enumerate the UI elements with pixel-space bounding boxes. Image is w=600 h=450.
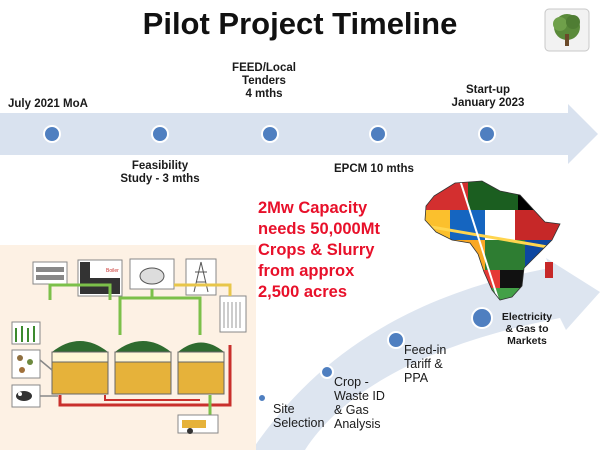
timeline-label-start-up: Start-up January 2023 xyxy=(451,84,525,109)
step-dot-1 xyxy=(257,393,267,403)
biogas-plant-diagram-icon: Boiler xyxy=(0,245,256,450)
timeline-dot-5 xyxy=(478,125,496,143)
step-label-site-selection: Site Selection xyxy=(273,402,325,430)
step-label-feed-in-tariff: Feed-in Tariff & PPA xyxy=(404,343,447,385)
timeline-label-feasibility: Feasibility Study - 3 mths xyxy=(120,160,200,185)
step-dots xyxy=(257,307,493,403)
page-title: Pilot Project Timeline xyxy=(142,6,458,41)
steps-curve-arrow xyxy=(252,258,600,450)
capacity-note: 2Mw Capacity needs 50,000Mt Crops & Slur… xyxy=(258,199,380,301)
step-label-electricity-gas: Electricity & Gas to Markets xyxy=(501,311,553,347)
timeline-dot-4 xyxy=(369,125,387,143)
svg-text:Boiler: Boiler xyxy=(106,268,119,274)
step-dot-4 xyxy=(471,307,493,329)
timeline-dot-2 xyxy=(151,125,169,143)
timeline-arrow xyxy=(0,104,598,164)
timeline-dot-3 xyxy=(261,125,279,143)
timeline-dots xyxy=(43,125,496,143)
step-label-crop-waste: Crop - Waste ID & Gas Analysis xyxy=(334,375,385,431)
step-dot-3 xyxy=(387,331,405,349)
timeline-dot-1 xyxy=(43,125,61,143)
timeline-label-epcm: EPCM 10 mths xyxy=(334,163,414,175)
step-dot-2 xyxy=(320,365,334,379)
timeline-label-feed-tenders: FEED/Local Tenders 4 mths xyxy=(232,62,296,100)
tree-logo-icon xyxy=(544,8,590,52)
timeline-label-moa: July 2021 MoA xyxy=(8,98,88,110)
